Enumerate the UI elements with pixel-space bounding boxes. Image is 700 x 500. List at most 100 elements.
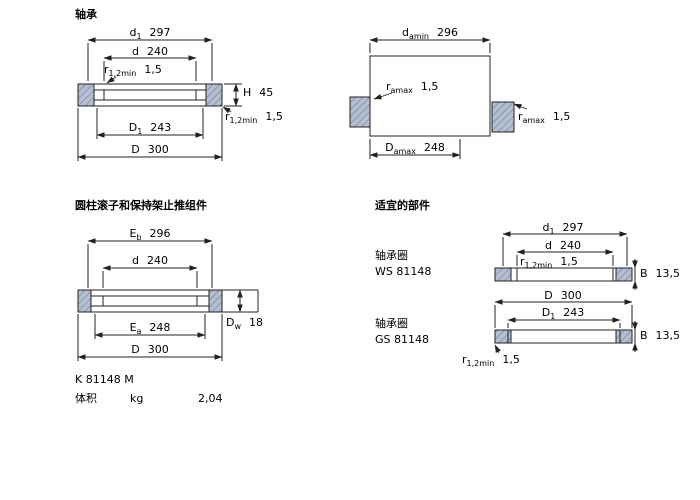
dim-subscript: 1,2min: [108, 69, 137, 79]
assembly-inner-lines: [91, 295, 209, 307]
dim-symbol: r: [518, 110, 523, 123]
dim-value: 240: [559, 239, 581, 252]
hatched-section: [615, 329, 633, 344]
mass-label: 体积: [75, 392, 97, 405]
hatched-section: [615, 267, 633, 282]
shaft-shoulder-section: [349, 96, 371, 128]
section-title-components: 适宜的部件: [375, 199, 430, 212]
hatched-section: [205, 83, 223, 107]
dim-value: 13,5: [655, 267, 681, 280]
dim-symbol: D: [131, 343, 140, 356]
hatched-section: [77, 83, 95, 107]
dim-subscript: 1: [136, 32, 142, 42]
dim-value: 1,5: [502, 353, 520, 366]
dim-subscript: 1: [549, 227, 555, 237]
dim-value: 297: [562, 221, 584, 234]
dim-symbol: B: [640, 267, 648, 280]
dim-value: 1,5: [265, 110, 283, 123]
dim-r12min-upper: r1,2min 1,5: [104, 63, 162, 78]
hatched-section: [77, 289, 92, 313]
abutment-drawing: [349, 37, 528, 159]
dim-value: 300: [560, 289, 582, 302]
dim-subscript: a: [136, 327, 142, 337]
housing-shoulder-section: [491, 101, 515, 133]
dim-ws-B: B 13,5: [640, 267, 680, 282]
mass-value: 2,04: [198, 392, 223, 405]
fillet-leader: [494, 344, 501, 354]
dim-gs-r12min: r1,2min 1,5: [462, 353, 520, 368]
section-title-assembly: 圆柱滚子和保持架止推组件: [75, 199, 207, 212]
washer2-type-label: 轴承圈: [375, 317, 408, 330]
dim-d-assembly: d 240: [132, 254, 168, 269]
assembly-designation: K 81148 M: [75, 373, 134, 386]
abutment-dimension-lines: [369, 37, 491, 159]
dim-ramax-outer: ramax 1,5: [518, 110, 570, 125]
dim-value: 300: [147, 343, 169, 356]
dim-symbol: d: [402, 26, 409, 39]
fillet-leader: [373, 92, 393, 100]
dim-symbol: d: [132, 254, 139, 267]
bearing-dimension-lines: [77, 37, 242, 161]
dim-D: D 300: [131, 143, 168, 158]
gs-outline: [494, 329, 633, 344]
dim-value: 296: [149, 227, 171, 240]
dim-value: 1,5: [552, 110, 571, 123]
dim-subscript: w: [234, 322, 242, 332]
mass-unit: kg: [130, 392, 144, 405]
section-title-bearing: 轴承: [75, 8, 97, 21]
bearing-outline: [77, 83, 223, 107]
dim-symbol: D: [385, 141, 394, 154]
gs-dimension-lines: [494, 299, 633, 328]
dim-value: 243: [150, 121, 172, 134]
roller-cage-assembly-drawing: [77, 238, 259, 361]
dim-subscript: 1,2min: [466, 359, 495, 369]
dim-subscript: 1,2min: [229, 116, 258, 126]
fillet-leader: [513, 103, 528, 110]
dim-value: 296: [436, 26, 458, 39]
dim-value: 18: [249, 316, 264, 329]
dim-value: 243: [563, 306, 585, 319]
dim-symbol: r: [225, 110, 230, 123]
dim-subscript: 1: [137, 127, 143, 137]
dim-value: 248: [423, 141, 445, 154]
dim-symbol: H: [243, 86, 252, 99]
hatched-section: [494, 267, 512, 282]
hatched-section: [208, 289, 223, 313]
dim-value: 297: [149, 26, 171, 39]
dim-Dw: Dw 18: [226, 316, 263, 331]
assembly-dimension-lines: [77, 238, 223, 361]
dim-value: 240: [146, 254, 168, 267]
dim-symbol: r: [104, 63, 109, 76]
dim-symbol: D: [131, 143, 140, 156]
bearing-inner-lines: [94, 89, 206, 101]
dim-D-assembly: D 300: [131, 343, 168, 358]
dim-value: 1,5: [144, 63, 162, 76]
dim-value: 300: [147, 143, 169, 156]
housing-washer-drawing: [494, 299, 638, 354]
dim-value: 13,5: [655, 329, 681, 342]
dim-symbol: r: [386, 80, 391, 93]
dim-subscript: amax: [522, 116, 545, 126]
dim-r12min-lower: r1,2min 1,5: [225, 110, 283, 125]
washer2-designation: GS 81148: [375, 333, 429, 346]
ws-dimension-lines: [502, 231, 628, 266]
dim-symbol: E: [129, 321, 137, 334]
washer1-type-label: 轴承圈: [375, 249, 408, 262]
bearing-section-drawing: [77, 37, 242, 161]
dim-symbol: D: [226, 316, 235, 329]
dim-subscript: amax: [390, 86, 413, 96]
dim-symbol: r: [462, 353, 467, 366]
dim-subscript: 1: [550, 312, 556, 322]
dim-symbol: d: [132, 45, 139, 58]
